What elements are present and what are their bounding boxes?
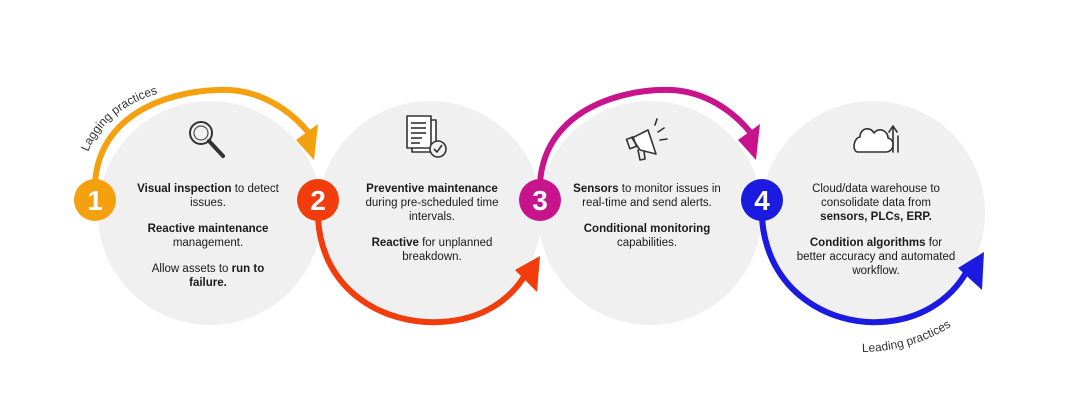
svg-text:3: 3 <box>532 185 548 216</box>
megaphone-icon <box>625 118 668 161</box>
body-text: Allow assets to <box>151 263 232 275</box>
body-text: Cloud/data warehouse to consolidate data… <box>812 183 940 209</box>
body-text: management. <box>172 237 244 249</box>
highlight-text: Conditional monitoring <box>583 223 711 235</box>
arc-3 <box>537 86 753 184</box>
highlight-text: run to failure. <box>189 263 265 289</box>
step-1-paragraph: Allow assets to run to failure. <box>133 262 283 290</box>
step-1-description: Visual inspection to detect issues. React… <box>133 182 283 302</box>
svg-text:2: 2 <box>310 185 326 216</box>
body-text: capabilities. <box>616 237 678 249</box>
step-3-description: Sensors to monitor issues in real-time a… <box>572 182 722 262</box>
body-text: for unplanned breakdown. <box>402 237 493 263</box>
highlight-text: Reactive maintenance <box>147 223 269 235</box>
highlight-text: Preventive maintenance <box>366 183 498 195</box>
cloud-upload-icon <box>853 125 899 153</box>
highlight-text: sensors, PLCs, ERP. <box>820 211 932 223</box>
body-text: to monitor issues in real-time and send … <box>582 183 721 209</box>
body-text: for better accuracy and automated workfl… <box>796 237 956 277</box>
arc-4 <box>759 217 973 326</box>
arrowhead-1 <box>296 124 318 160</box>
step-2-circle <box>318 101 542 325</box>
body-text: to detect issues. <box>190 183 279 209</box>
svg-text:1: 1 <box>87 185 103 216</box>
arrowhead-3 <box>738 124 760 160</box>
step-2-description: Preventive maintenance during pre-schedu… <box>352 182 512 276</box>
step-2-paragraph: Reactive for unplanned breakdown. <box>352 236 512 264</box>
step-3-paragraph: Conditional monitoring capabilities. <box>572 222 722 250</box>
step-1-paragraph: Visual inspection to detect issues. <box>133 182 283 210</box>
body-text: during pre-scheduled time intervals. <box>365 197 499 223</box>
step-4-paragraph: Cloud/data warehouse to consolidate data… <box>796 182 956 224</box>
step-3-paragraph: Sensors to monitor issues in real-time a… <box>572 182 722 210</box>
step-1-circle <box>98 101 322 325</box>
arrowhead-2 <box>515 256 540 292</box>
step-1-badge: 1 <box>74 179 116 221</box>
highlight-text: Condition algorithms <box>809 237 926 249</box>
arrowhead-4 <box>958 252 984 290</box>
step-2-badge: 2 <box>297 179 339 221</box>
step-4-circle <box>761 101 985 325</box>
highlight-text: Visual inspection <box>137 183 232 195</box>
step-3-badge: 3 <box>519 179 561 221</box>
arc-2 <box>315 217 531 326</box>
step-2-paragraph: Preventive maintenance during pre-schedu… <box>352 182 512 224</box>
svg-text:4: 4 <box>754 185 770 216</box>
step-3-circle <box>538 101 762 325</box>
document-check-icon <box>406 115 447 158</box>
arc-1 <box>92 86 311 184</box>
magnifying-glass-icon <box>189 121 225 158</box>
step-1-paragraph: Reactive maintenance management. <box>133 222 283 250</box>
step-4-paragraph: Condition algorithms for better accuracy… <box>796 236 956 278</box>
step-4-description: Cloud/data warehouse to consolidate data… <box>796 182 956 290</box>
step-4-badge: 4 <box>741 179 783 221</box>
highlight-text: Sensors <box>573 183 619 195</box>
highlight-text: Reactive <box>371 237 419 249</box>
